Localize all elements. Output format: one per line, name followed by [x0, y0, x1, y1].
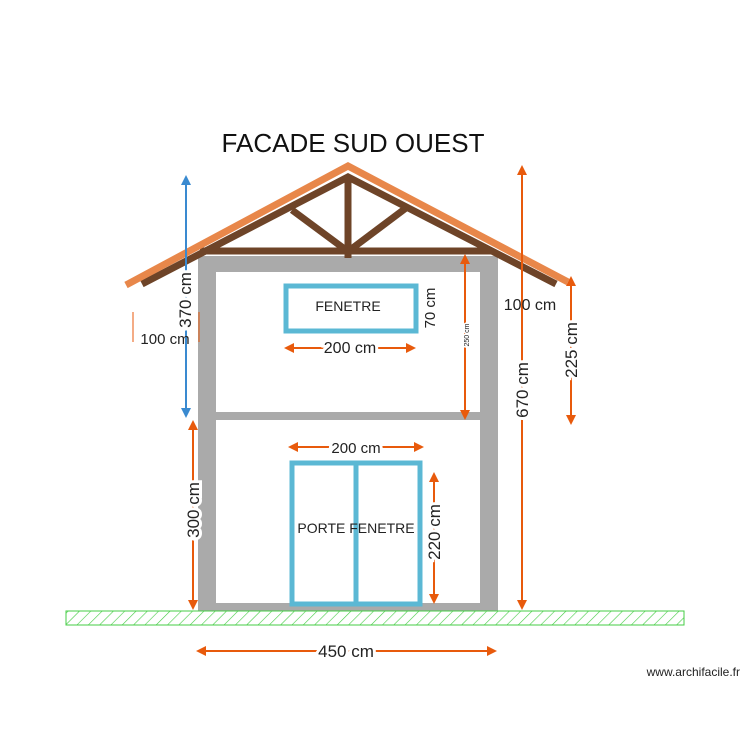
label-window-height: 70 cm [422, 288, 439, 329]
door-label: PORTE FENETRE [297, 520, 414, 536]
window [283, 283, 419, 334]
label-overhang-left: 100 cm [140, 331, 189, 348]
label-door-height: 220 cm [425, 504, 444, 560]
label-upper-height: 250 cm [464, 323, 471, 346]
label-window-width: 200 cm [324, 340, 376, 357]
label-facade-width: 450 cm [318, 642, 374, 661]
watermark: www.archifacile.fr [646, 665, 740, 679]
label-roof-to-floor: 370 cm [176, 272, 195, 328]
window-label: FENETRE [315, 298, 380, 314]
ground-line [65, 610, 685, 626]
roof-truss [140, 173, 558, 288]
walls [198, 256, 498, 611]
label-overhang-right: 100 cm [504, 297, 556, 314]
door [289, 460, 423, 607]
label-door-width: 200 cm [331, 440, 380, 457]
label-total-height: 670 cm [513, 362, 532, 418]
label-side-height: 225 cm [562, 322, 581, 378]
label-ground-floor: 300 cm [184, 482, 203, 538]
drawing-title: FACADE SUD OUEST [222, 128, 485, 158]
roof-covering [124, 162, 570, 289]
